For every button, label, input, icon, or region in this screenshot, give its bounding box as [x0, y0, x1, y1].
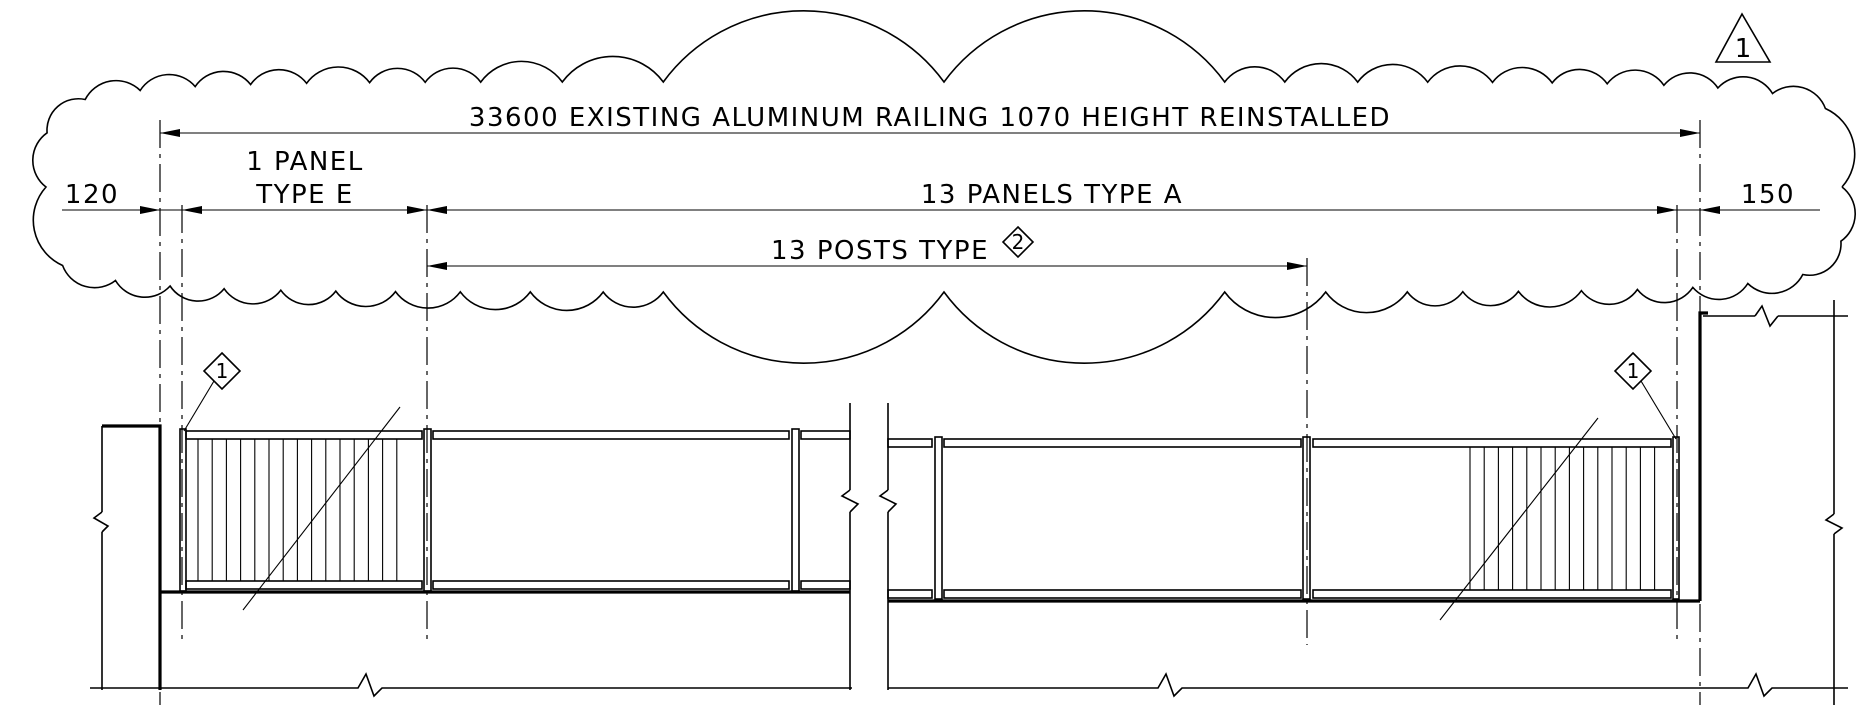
panel-tag-left: 1: [216, 359, 229, 383]
overall-dimension: 33600 EXISTING ALUMINUM RAILING 1070 HEI…: [160, 103, 1700, 137]
panel-e-label-line2: TYPE E: [255, 180, 354, 210]
posts-label: 13 POSTS TYPE: [771, 236, 989, 266]
post-type-tag: 2: [1012, 230, 1025, 254]
revision-triangle-icon: [1714, 12, 1772, 63]
revision-cloud: [32, 10, 1856, 364]
left-railing-segment: 1: [90, 351, 860, 698]
right-railing-segment: 1: [878, 300, 1848, 705]
posts-dimension: 13 POSTS TYPE 2: [427, 225, 1307, 270]
panel-tag-diamond-icon: [1613, 351, 1653, 391]
revision-delta-tag: 1: [1714, 12, 1772, 64]
panel-tag-right: 1: [1627, 359, 1640, 383]
picket-infill: [1469, 447, 1656, 590]
panel-tag-diamond-icon: [202, 351, 242, 391]
overall-dimension-label: 33600 EXISTING ALUMINUM RAILING 1070 HEI…: [469, 103, 1391, 133]
revision-number: 1: [1735, 34, 1752, 64]
right-offset-label: 150: [1741, 180, 1795, 210]
post-type-diamond-icon: [1001, 225, 1035, 259]
panel-dimension-row: 120 1 PANEL TYPE E 13 PANELS TYPE A 150: [62, 147, 1820, 214]
panel-e-label-line1: 1 PANEL: [246, 147, 363, 177]
picket-infill: [197, 439, 398, 581]
panels-a-label: 13 PANELS TYPE A: [921, 180, 1183, 210]
left-offset-label: 120: [65, 180, 119, 210]
